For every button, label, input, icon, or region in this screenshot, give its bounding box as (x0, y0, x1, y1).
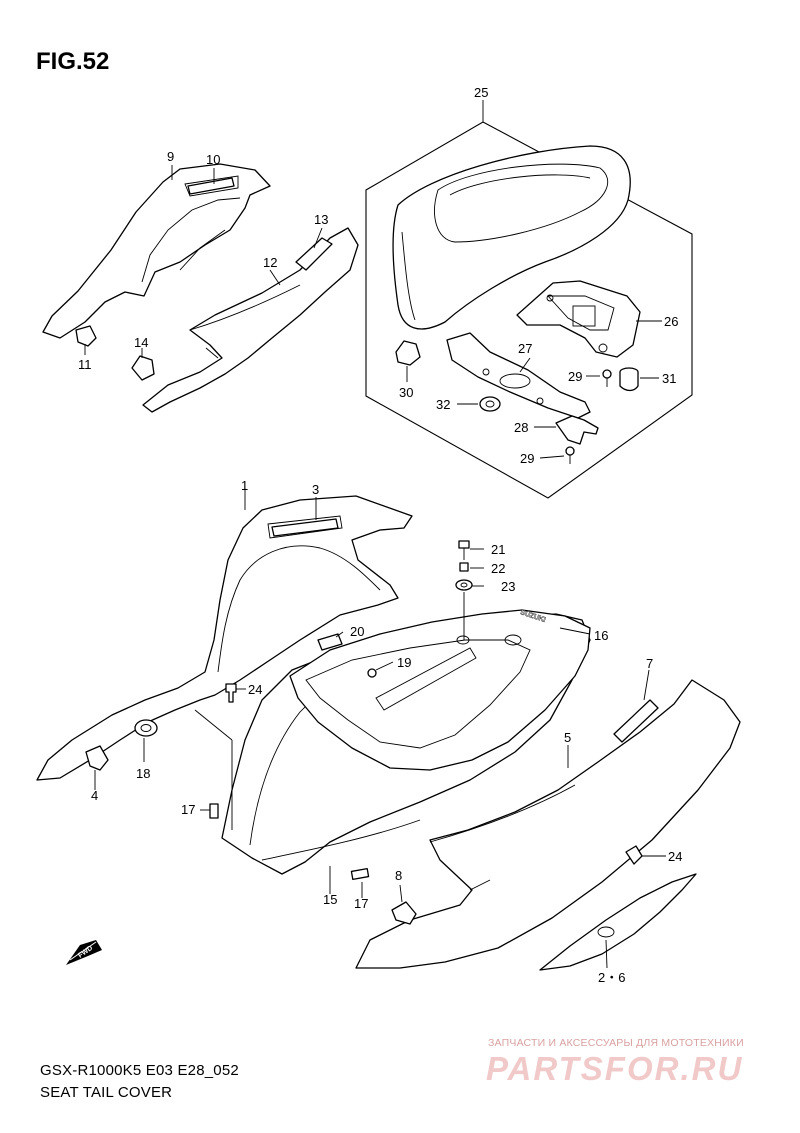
part-17-tape-left (209, 803, 219, 819)
callout-3: 3 (312, 482, 319, 497)
callout-20: 20 (350, 624, 364, 639)
part-17-tape-right (350, 868, 370, 880)
callout-8: 8 (395, 868, 402, 883)
callout-1: 1 (241, 478, 248, 493)
callout-32: 32 (436, 397, 450, 412)
callout-22: 22 (491, 561, 505, 576)
callout-30: 30 (399, 385, 413, 400)
fwd-arrow-icon (66, 940, 102, 965)
part-22-collar (459, 562, 469, 572)
callout-labels: 25 9 10 13 12 26 14 27 11 29 31 30 32 28… (78, 85, 682, 985)
callout-12: 12 (263, 255, 277, 270)
callout-13: 13 (314, 212, 328, 227)
model-code: GSX-R1000K5 E03 E28_052 (40, 1062, 239, 1079)
callout-17-left: 17 (181, 802, 195, 817)
part-25-group-frame (365, 121, 693, 499)
part-19-screw (367, 668, 377, 678)
part-29-screw-lower (565, 446, 575, 464)
part-9-side-cover (42, 163, 271, 339)
callout-11: 11 (78, 357, 92, 372)
callout-29-upper: 29 (568, 369, 582, 384)
part-2-6-decal (539, 873, 697, 971)
part-13-emblem (295, 237, 333, 271)
part-11-clip (75, 325, 97, 347)
leader-lines (84, 100, 666, 969)
watermark-tagline: ЗАПЧАСТИ И АКСЕССУАРЫ ДЛЯ МОТОТЕХНИКИ (488, 1037, 744, 1049)
figure-title: FIG.52 (36, 48, 110, 75)
part-23-cushion (455, 579, 473, 591)
part-18-grommet (134, 719, 158, 737)
part-14-clip (131, 355, 155, 381)
callout-4: 4 (91, 788, 98, 803)
part-29-screw-upper (602, 369, 612, 387)
section-name: SEAT TAIL COVER (40, 1084, 173, 1101)
part-5-side-cover (355, 679, 741, 969)
part-20-clip (317, 633, 343, 651)
callout-18: 18 (136, 766, 150, 781)
part-24-rivet-left (225, 683, 237, 703)
part-26-bracket (516, 280, 641, 358)
callout-27: 27 (518, 341, 532, 356)
callout-14: 14 (134, 335, 148, 350)
callout-23: 23 (501, 579, 515, 594)
part-28-clip (555, 415, 599, 445)
callout-5: 5 (564, 730, 571, 745)
part-3-emblem (271, 518, 339, 537)
callout-19: 19 (397, 655, 411, 670)
callout-17-right: 17 (354, 896, 368, 911)
callout-2-6: 2・6 (598, 970, 625, 985)
part-25-seat-cowl (392, 145, 631, 330)
callout-28: 28 (514, 420, 528, 435)
part-32-grommet (479, 396, 501, 412)
part-12-side-cover (142, 227, 359, 413)
part-30-cushion (395, 340, 421, 366)
callout-9: 9 (167, 149, 174, 164)
callout-24-left: 24 (248, 682, 262, 697)
callout-15: 15 (323, 892, 337, 907)
part-21-bolt (458, 540, 470, 560)
part-4-clip (85, 745, 109, 771)
part-27-plate (446, 332, 591, 419)
watermark-logo: PARTSFOR.RU (486, 1050, 744, 1087)
callout-7: 7 (646, 656, 653, 671)
callout-29-lower: 29 (520, 451, 534, 466)
callout-10: 10 (206, 152, 220, 167)
part-16-tail-cover (289, 609, 591, 771)
callout-16: 16 (594, 628, 608, 643)
callout-21: 21 (491, 542, 505, 557)
callout-25: 25 (474, 85, 488, 100)
part-10-emblem (187, 177, 235, 195)
callout-31: 31 (662, 371, 676, 386)
part-1-side-cover (36, 495, 413, 781)
part-31-cushion (619, 367, 639, 392)
callout-26: 26 (664, 314, 678, 329)
part-8-clip (391, 901, 417, 925)
callout-24-right: 24 (668, 849, 682, 864)
part-7-emblem (613, 699, 659, 743)
